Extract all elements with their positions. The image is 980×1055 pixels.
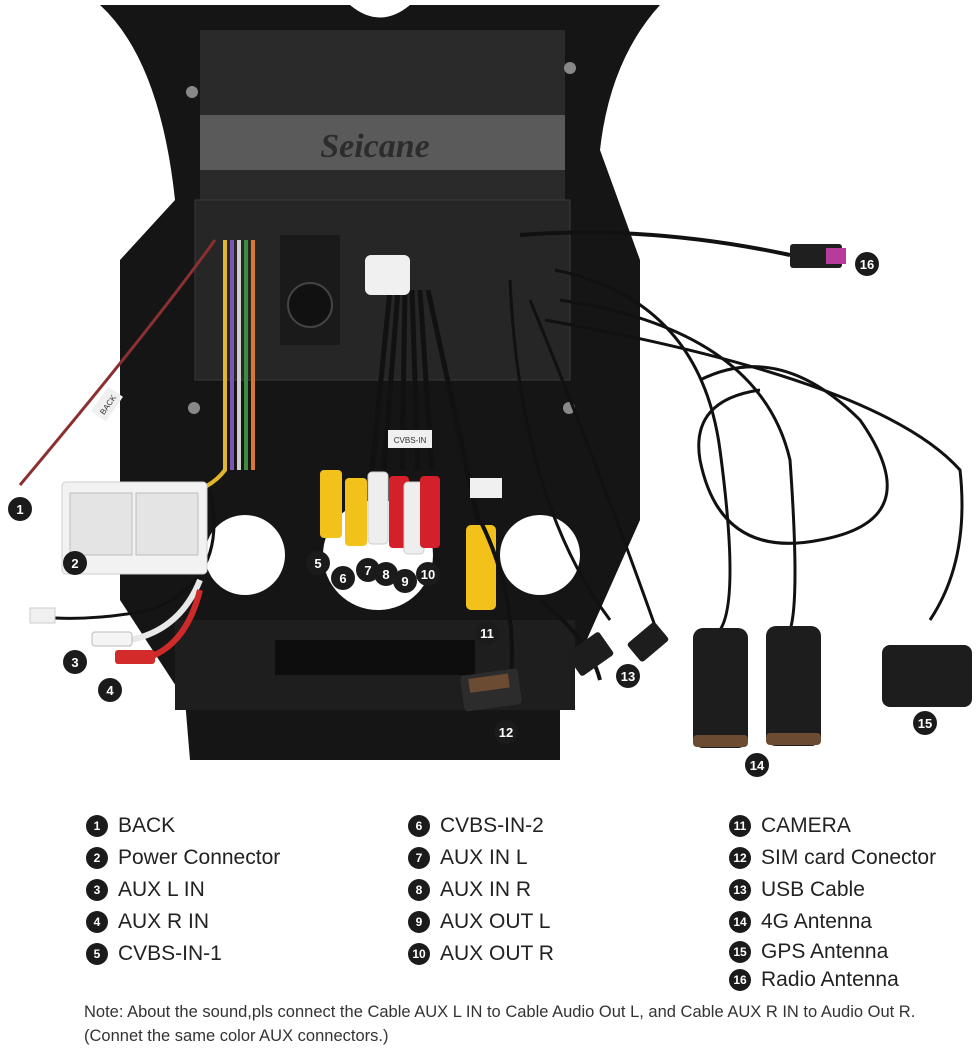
gps-antenna (882, 645, 972, 707)
callout-5: 5 (306, 551, 330, 575)
callout-4: 4 (98, 678, 122, 702)
svg-text:3: 3 (71, 655, 78, 670)
rca-7 (367, 471, 389, 545)
svg-text:2: 2 (71, 556, 78, 571)
wiring-diagram: Seicane BACK CVBS-IN (8, 5, 972, 777)
legend-label: AUX R IN (118, 910, 210, 933)
callout-11: 11 (475, 621, 499, 645)
svg-text:15: 15 (918, 716, 932, 731)
legend-label: AUX IN L (440, 846, 528, 869)
svg-text:6: 6 (339, 571, 346, 586)
camera-rca (466, 525, 496, 610)
usb-connector-b (627, 622, 669, 662)
svg-text:7: 7 (364, 563, 371, 578)
svg-text:8: 8 (382, 567, 389, 582)
rca-5 (320, 470, 342, 538)
svg-text:14: 14 (750, 758, 765, 773)
callout-8: 8 (374, 562, 398, 586)
callout-6: 6 (331, 566, 355, 590)
callout-1: 1 (8, 497, 32, 521)
callout-14: 14 (745, 753, 769, 777)
callout-16: 16 (855, 252, 879, 276)
callout-13: 13 (616, 664, 640, 688)
svg-text:11: 11 (480, 626, 494, 641)
legend-label: CAMERA (761, 814, 851, 837)
cvbs-cable-tag: CVBS-IN (394, 436, 427, 445)
legend-label: USB Cable (761, 878, 865, 901)
callout-10: 10 (416, 562, 440, 586)
legend-label: AUX L IN (118, 878, 205, 901)
callout-9: 9 (393, 569, 417, 593)
callout-3: 3 (63, 650, 87, 674)
4g-antenna-left (693, 628, 748, 748)
svg-text:5: 5 (314, 556, 321, 571)
legend-label: 4G Antenna (761, 910, 872, 933)
legend-label: SIM card Conector (761, 846, 937, 869)
svg-text:9: 9 (401, 574, 408, 589)
legend-label: Power Connector (118, 846, 281, 869)
svg-text:12: 12 (499, 725, 513, 740)
legend-label: Radio Antenna (761, 968, 899, 991)
callout-2: 2 (63, 551, 87, 575)
callout-7: 7 (356, 558, 380, 582)
seicane-watermark: Seicane (320, 128, 430, 165)
legend-label: AUX IN R (440, 878, 532, 901)
rca-6 (345, 478, 367, 546)
legend-label: BACK (118, 814, 176, 837)
svg-text:10: 10 (421, 567, 435, 582)
legend-label: AUX OUT L (440, 910, 551, 933)
svg-text:16: 16 (860, 257, 874, 272)
svg-text:4: 4 (106, 683, 114, 698)
legend-label: CVBS-IN-1 (118, 942, 222, 965)
callout-15: 15 (913, 711, 937, 735)
usb-connector-a (566, 632, 614, 676)
legend-label: CVBS-IN-2 (440, 814, 544, 837)
svg-text:13: 13 (621, 669, 635, 684)
svg-text:1: 1 (16, 502, 23, 517)
legend-label: GPS Antenna (761, 940, 889, 963)
legend-label: AUX OUT R (440, 942, 554, 965)
rca-10 (420, 476, 440, 548)
4g-antenna-right (766, 626, 821, 746)
callout-12: 12 (494, 720, 518, 744)
sound-connection-note: Note: About the sound,pls connect the Ca… (84, 1003, 916, 1045)
